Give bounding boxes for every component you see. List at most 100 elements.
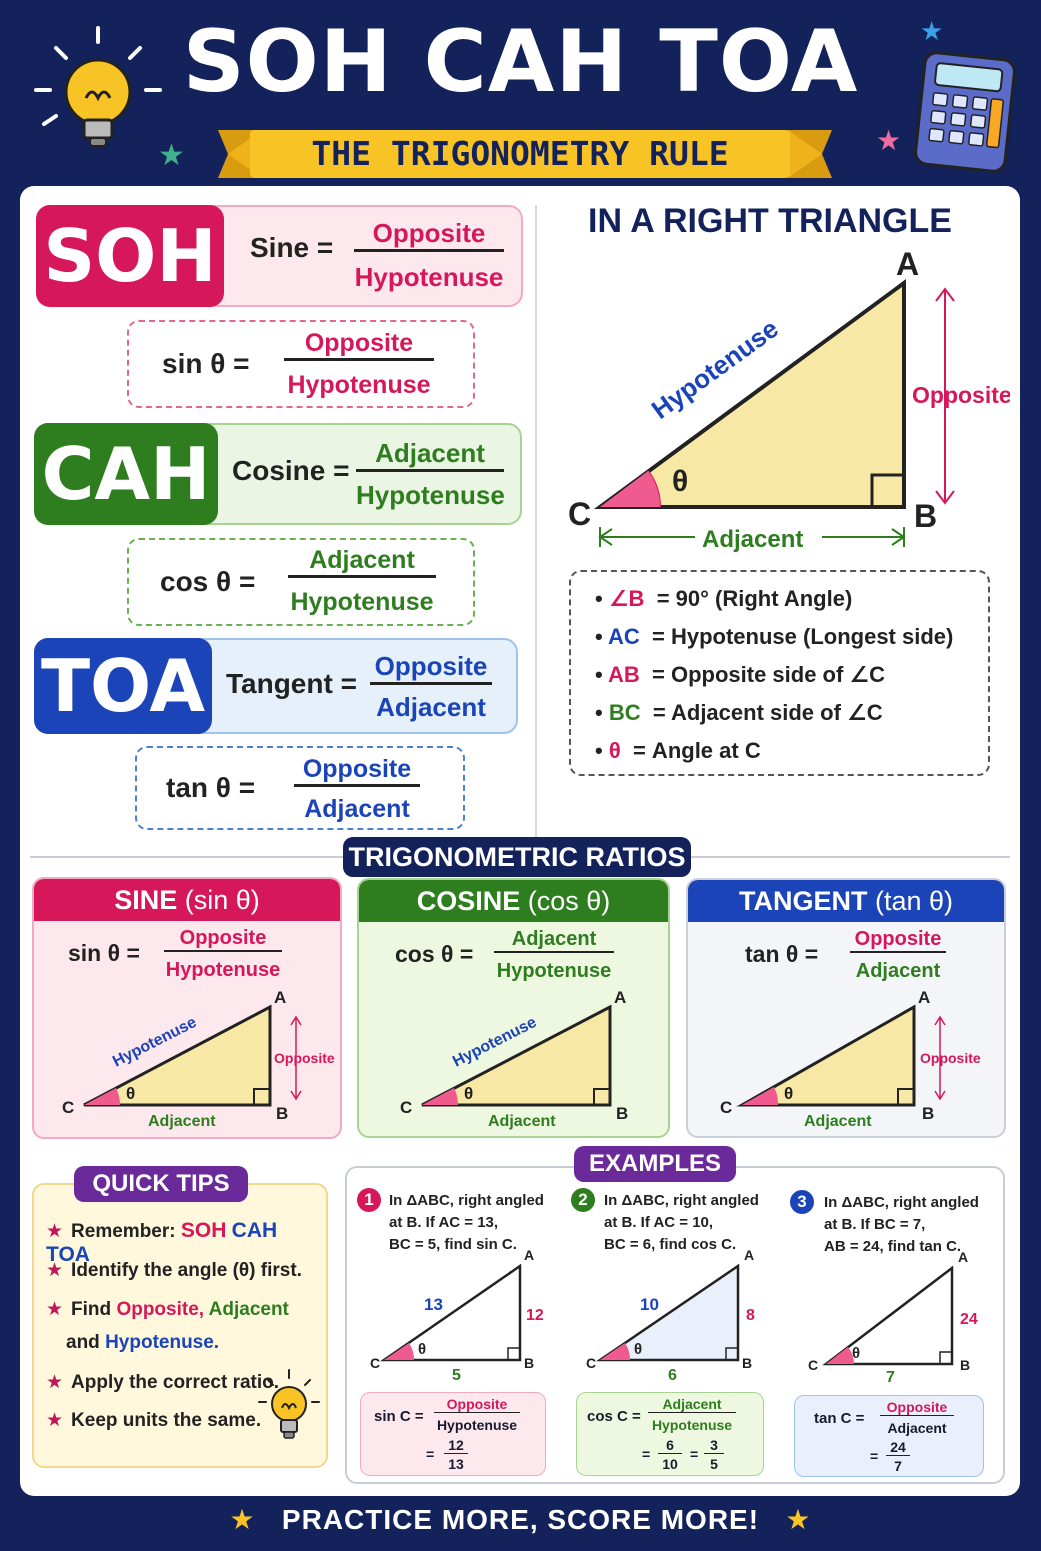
sine-card-numerator: Opposite: [164, 927, 282, 952]
calculator-icon: [914, 51, 1016, 173]
example-1-number: 1: [357, 1188, 381, 1212]
example-1-answer-den: Hypotenuse: [436, 1417, 518, 1433]
tangent-card-denominator: Adjacent: [855, 960, 941, 982]
tip-find: ★Find Opposite, Adjacent: [46, 1299, 289, 1320]
example-2-simplified-num: 3: [704, 1437, 724, 1454]
cosine-card-triangle: A B C θ Hypotenuse Adjacent: [400, 988, 628, 1130]
theta-label: θ: [672, 465, 688, 498]
vertex-a-label: A: [896, 246, 919, 282]
sine-card-vertex-a: A: [274, 988, 286, 1007]
example-3-answer-num: Opposite: [880, 1399, 954, 1416]
example-1-vertex-a: A: [524, 1247, 534, 1263]
ratios-heading: TRIGONOMETRIC RATIOS: [343, 837, 691, 877]
examples-heading: EXAMPLES: [574, 1146, 736, 1182]
example-3-vertex-b: B: [960, 1357, 970, 1373]
footer-star-right-icon: ★: [785, 1504, 812, 1535]
toa-badge: TOA: [34, 638, 212, 734]
example-3-vertex-c: C: [808, 1357, 818, 1373]
tan-formula-lhs: tan θ =: [166, 772, 256, 803]
example-3-value-den: 7: [894, 1458, 902, 1474]
example-2-number: 2: [571, 1188, 595, 1212]
cos-formula-numerator: Adjacent: [288, 546, 436, 578]
example-3-theta: θ: [852, 1345, 860, 1362]
example-2-vertex-c: C: [586, 1355, 596, 1371]
cosine-card-denominator: Hypotenuse: [496, 960, 612, 982]
ribbon-right-tail: [788, 130, 832, 178]
vertex-b-label: B: [914, 498, 937, 534]
blue-star-icon: ★: [920, 16, 944, 46]
sine-card-vertex-b: B: [276, 1104, 288, 1123]
fact-row: • AB = Opposite side of ∠C: [595, 662, 886, 687]
example-3-number: 3: [790, 1190, 814, 1214]
sin-formula-denominator: Hypotenuse: [287, 371, 431, 399]
example-1-opposite-value: 12: [526, 1307, 544, 1324]
fact-row: • ∠B = 90° (Right Angle): [595, 586, 853, 611]
example-1-equals: =: [426, 1446, 435, 1462]
tip-units: ★Keep units the same.: [46, 1410, 262, 1431]
quick-tips-box: ★Remember: SOH CAH TOA ★Identify the ang…: [32, 1183, 328, 1468]
tangent-card-adjacent: Adjacent: [804, 1113, 872, 1130]
sine-card-lhs: sin θ =: [68, 940, 140, 966]
example-1-value-den: 13: [448, 1456, 464, 1472]
quick-tips-heading: QUICK TIPS: [74, 1166, 248, 1202]
example-2-equals-2: =: [690, 1446, 699, 1462]
example-3-opposite-value: 24: [960, 1311, 978, 1328]
fact-row: • BC = Adjacent side of ∠C: [595, 700, 883, 725]
pink-star-icon: ★: [876, 125, 902, 156]
tangent-card-theta: θ: [784, 1084, 793, 1103]
cos-formula-box: [127, 538, 475, 626]
tip-identify: ★Identify the angle (θ) first.: [46, 1260, 302, 1281]
example-3-value-num: 24: [886, 1439, 910, 1456]
sine-card-theta: θ: [126, 1084, 135, 1103]
cosine-card: COSINE (cos θ): [357, 878, 670, 1138]
cosine-denominator: Hypotenuse: [356, 480, 505, 510]
sine-numerator: Opposite: [354, 218, 504, 252]
sine-card-header: SINE (sin θ): [34, 879, 340, 921]
example-2-vertex-b: B: [742, 1355, 752, 1371]
tip-apply: ★Apply the correct ratio.: [46, 1372, 280, 1393]
sin-formula-numerator: Opposite: [284, 329, 434, 361]
cosine-card-lhs: cos θ =: [395, 941, 474, 967]
example-1-answer-box: [360, 1392, 546, 1476]
soh-badge: SOH: [36, 205, 224, 307]
example-2-theta: θ: [634, 1341, 642, 1358]
example-2-answer-box: [576, 1392, 764, 1476]
cosine-card-vertex-a: A: [614, 988, 626, 1007]
sine-card-vertex-c: C: [62, 1098, 74, 1117]
small-lightbulb-icon: [258, 1369, 320, 1439]
cos-formula-denominator: Hypotenuse: [290, 588, 434, 616]
opposite-label: Opposite: [912, 382, 1010, 408]
tip-remember: ★Remember: SOH CAH TOA: [46, 1219, 278, 1266]
footer-star-left-icon: ★: [229, 1504, 256, 1535]
example-3-equals: =: [870, 1448, 879, 1464]
example-1-vertex-b: B: [524, 1355, 534, 1371]
tangent-card-lhs: tan θ =: [745, 941, 819, 967]
tangent-label: Tangent =: [226, 668, 357, 699]
green-star-icon: ★: [158, 139, 185, 172]
right-triangle-heading: IN A RIGHT TRIANGLE: [588, 202, 952, 240]
example-3-adjacent-value: 7: [886, 1369, 895, 1386]
example-2-value-den: 10: [662, 1456, 678, 1472]
tangent-card-vertex-a: A: [918, 988, 930, 1007]
example-2-opposite-value: 8: [746, 1307, 755, 1324]
poster-title: SOH CAH TOA: [182, 12, 859, 112]
example-2-simplified-den: 5: [710, 1456, 718, 1472]
cosine-numerator: Adjacent: [356, 438, 504, 472]
cah-badge: CAH: [34, 423, 218, 525]
sine-card-triangle: A B C θ Hypotenuse Opposite Adjacent: [62, 988, 335, 1130]
example-1-vertex-c: C: [370, 1355, 380, 1371]
tip-find-cont: and Hypotenuse.: [66, 1332, 220, 1353]
example-3-vertex-a: A: [958, 1249, 968, 1265]
cosine-card-vertex-c: C: [400, 1098, 412, 1117]
tangent-card-vertex-c: C: [720, 1098, 732, 1117]
cosine-label: Cosine =: [232, 455, 350, 486]
triangle-facts-box: • ∠B = 90° (Right Angle) • AC = Hypotenu…: [569, 570, 990, 776]
sine-card-opposite: Opposite: [274, 1050, 335, 1066]
cosine-card-vertex-b: B: [616, 1104, 628, 1123]
tangent-card-header: TANGENT (tan θ): [688, 880, 1004, 922]
example-1-hypotenuse-value: 13: [424, 1295, 443, 1314]
footer-banner: ★ PRACTICE MORE, SCORE MORE! ★: [0, 1503, 1041, 1536]
cosine-card-theta: θ: [464, 1084, 473, 1103]
example-2-answer-lhs: cos C =: [587, 1408, 641, 1425]
